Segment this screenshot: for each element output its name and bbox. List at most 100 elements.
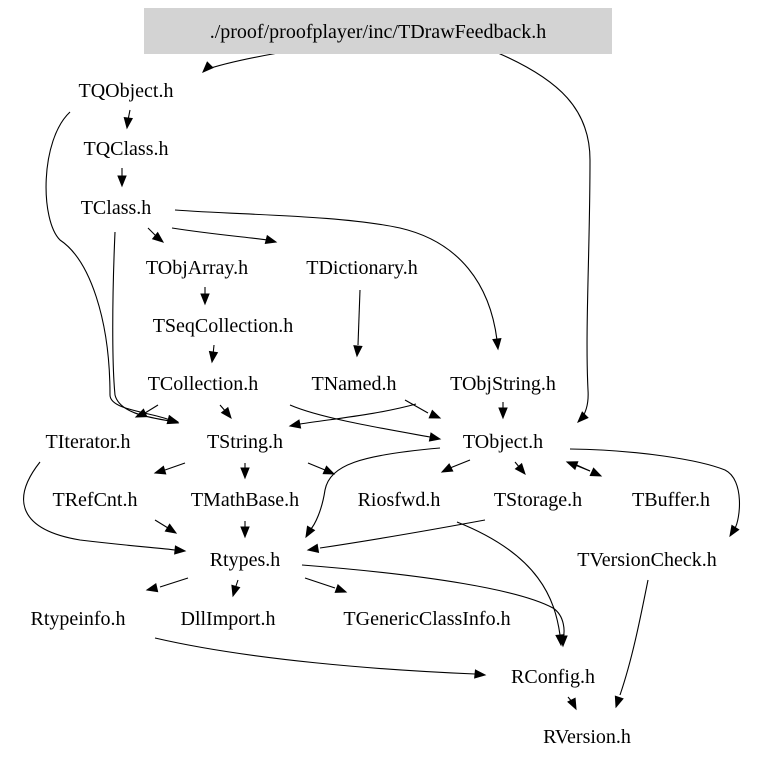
- node-TCollection[interactable]: TCollection.h: [148, 373, 259, 395]
- edge-TDictionary-to-TNamed: [353, 289, 363, 358]
- node-RConfig[interactable]: RConfig.h: [511, 666, 595, 688]
- node-TQObject[interactable]: TQObject.h: [79, 80, 174, 102]
- node-TString[interactable]: TString.h: [207, 431, 283, 453]
- arrowhead-icon: [240, 467, 250, 480]
- node-TDictionary[interactable]: TDictionary.h: [306, 257, 417, 279]
- node-label: TVersionCheck.h: [577, 549, 716, 571]
- node-TIterator[interactable]: TIterator.h: [46, 431, 131, 453]
- arrowhead-icon: [492, 338, 502, 351]
- arrowhead-icon: [428, 409, 442, 419]
- edge-line: [171, 227, 269, 241]
- arrowhead-icon: [202, 61, 214, 73]
- arrowhead-icon: [208, 350, 219, 364]
- edge-Rtypes-to-TGenericClassInfo: [304, 577, 348, 593]
- node-label: TClass.h: [81, 197, 152, 219]
- arrowhead-icon: [589, 467, 603, 477]
- arrowhead-icon: [440, 463, 454, 473]
- edge-line: [23, 461, 176, 551]
- arrowhead-icon: [729, 524, 740, 538]
- arrowhead-icon: [151, 231, 165, 243]
- arrowhead-icon: [577, 411, 589, 423]
- node-TObjArray[interactable]: TObjArray.h: [146, 257, 248, 279]
- edge-line: [112, 231, 176, 423]
- node-label: RConfig.h: [511, 666, 595, 688]
- edge-line: [159, 577, 189, 588]
- arrowhead-icon: [231, 584, 241, 598]
- node-TBuffer[interactable]: TBuffer.h: [632, 489, 710, 511]
- node-label: TCollection.h: [148, 373, 259, 395]
- edge-line: [449, 459, 471, 469]
- edge-Rtypes-to-RConfig: [301, 564, 568, 648]
- node-label: Rtypes.h: [210, 549, 281, 571]
- edge-line: [164, 462, 186, 471]
- edge-line: [456, 521, 561, 636]
- edge-RConfig-to-RVersion: [567, 696, 577, 711]
- node-label: TObjString.h: [450, 373, 556, 395]
- node-TObject[interactable]: TObject.h: [463, 431, 543, 453]
- edge-TSeqCollection-to-TCollection: [208, 344, 219, 364]
- edge-TClass-to-TString: [112, 231, 180, 425]
- arrowhead-icon: [353, 345, 363, 358]
- arrowhead-icon: [200, 293, 210, 306]
- node-Riosfwd[interactable]: Riosfwd.h: [358, 489, 441, 511]
- edge-Rtypes-to-DllImport: [231, 579, 241, 598]
- node-root[interactable]: ./proof/proofplayer/inc/TDrawFeedback.h: [144, 8, 612, 54]
- edge-TQClass-to-TClass: [117, 168, 127, 188]
- node-TRefCnt[interactable]: TRefCnt.h: [53, 489, 138, 511]
- edge-TClass-to-TObjArray: [147, 227, 165, 243]
- node-TStorage[interactable]: TStorage.h: [494, 489, 582, 511]
- node-label: RVersion.h: [543, 726, 631, 748]
- node-label: TObject.h: [463, 431, 543, 453]
- node-label: TObjArray.h: [146, 257, 248, 279]
- node-label: TRefCnt.h: [53, 489, 138, 511]
- arrowhead-icon: [123, 116, 134, 130]
- node-TClass[interactable]: TClass.h: [81, 197, 152, 219]
- edge-TStorage-to-Rtypes: [306, 519, 486, 553]
- root-node-box: [144, 8, 612, 54]
- node-label: DllImport.h: [181, 608, 276, 630]
- edge-line: [569, 448, 741, 529]
- edge-TClass-to-TObjString: [174, 209, 502, 351]
- arrowhead-icon: [264, 234, 278, 245]
- edge-TCollection-to-TObject: [289, 404, 442, 442]
- node-label: TGenericClassInfo.h: [343, 608, 510, 630]
- node-RVersion[interactable]: RVersion.h: [543, 726, 631, 748]
- arrowhead-icon: [117, 175, 127, 188]
- arrowhead-icon: [334, 583, 348, 593]
- edge-root-to-TQObject: [202, 52, 279, 73]
- edge-TObjString-to-TObject: [498, 402, 508, 420]
- node-TQClass[interactable]: TQClass.h: [84, 138, 169, 160]
- edge-line: [144, 404, 159, 414]
- node-Rtypeinfo[interactable]: Rtypeinfo.h: [31, 608, 126, 630]
- edge-TCollection-to-TString: [219, 404, 232, 420]
- edge-TObject-to-Riosfwd: [440, 459, 471, 473]
- edge-TRefCnt-to-Rtypes: [154, 519, 178, 534]
- edge-TMathBase-to-Rtypes: [240, 521, 250, 539]
- node-TNamed[interactable]: TNamed.h: [312, 373, 397, 395]
- node-Rtypes[interactable]: Rtypes.h: [210, 549, 281, 571]
- node-TMathBase[interactable]: TMathBase.h: [191, 489, 299, 511]
- node-label: TSeqCollection.h: [153, 315, 294, 337]
- nodes-layer: ./proof/proofplayer/inc/TDrawFeedback.hT…: [31, 8, 717, 748]
- edges-layer: [23, 52, 741, 711]
- node-TSeqCollection[interactable]: TSeqCollection.h: [153, 315, 294, 337]
- node-TObjString[interactable]: TObjString.h: [450, 373, 556, 395]
- edge-line: [289, 404, 431, 438]
- arrowhead-icon: [145, 583, 159, 593]
- node-DllImport[interactable]: DllImport.h: [181, 608, 276, 630]
- edge-line: [497, 52, 591, 421]
- node-label: TMathBase.h: [191, 489, 299, 511]
- edge-root-to-TObject: [497, 52, 591, 423]
- arrowhead-icon: [322, 465, 336, 475]
- edge-TCollection-to-TIterator: [134, 404, 159, 418]
- arrowhead-icon: [474, 669, 487, 679]
- arrowhead-icon: [166, 415, 180, 425]
- node-TVersionCheck[interactable]: TVersionCheck.h: [577, 549, 716, 571]
- edge-TString-to-Riosfwd: [307, 462, 336, 475]
- edge-TClass-to-TDictionary: [171, 227, 278, 245]
- edge-TObjString-to-TString: [288, 403, 417, 429]
- edge-line: [154, 519, 169, 529]
- node-TGenericClassInfo[interactable]: TGenericClassInfo.h: [343, 608, 510, 630]
- edge-line: [307, 462, 326, 471]
